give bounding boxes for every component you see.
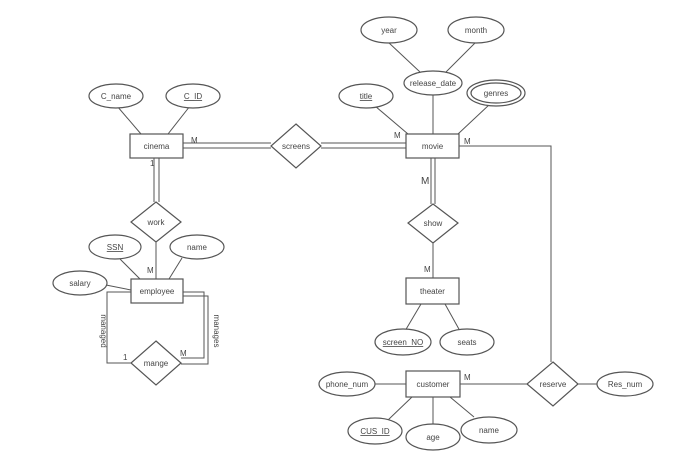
attribute-employee-name[interactable]: name (169, 234, 225, 260)
line-manages-b (181, 295, 209, 365)
line-cid-cinema (167, 105, 191, 135)
attribute-seats[interactable]: seats (439, 328, 495, 356)
entity-cinema-label: cinema (144, 142, 170, 151)
line-year-release (387, 41, 421, 73)
attribute-c-id-label: C_ID (184, 92, 202, 101)
attribute-phone-num-label: phone_num (326, 380, 369, 389)
relationship-mange[interactable]: mange (130, 340, 182, 386)
attribute-genres[interactable]: genres (466, 79, 526, 107)
relationship-screens-label: screens (282, 142, 310, 151)
cardinality-show-theater: M (424, 265, 431, 274)
attribute-month-label: month (465, 26, 487, 35)
line-movie-reserve (459, 145, 552, 362)
entity-employee[interactable]: employee (130, 278, 184, 304)
attribute-salary-label: salary (69, 279, 90, 288)
line-ssn-employee (119, 258, 141, 280)
cardinality-customer-reserve: M (464, 373, 471, 382)
cardinality-movie-reserve: M (464, 137, 471, 146)
attribute-salary[interactable]: salary (52, 270, 108, 296)
relationship-screens[interactable]: screens (270, 123, 322, 169)
line-month-release (445, 41, 477, 73)
relationship-show[interactable]: show (407, 203, 459, 244)
attribute-month[interactable]: month (447, 16, 505, 44)
relationship-work[interactable]: work (130, 201, 182, 243)
attribute-age-label: age (426, 433, 440, 442)
cardinality-cinema-work: 1 (150, 159, 155, 168)
attribute-title-label: title (360, 92, 373, 101)
entity-customer[interactable]: customer (405, 370, 461, 398)
entity-customer-label: customer (417, 380, 450, 389)
entity-movie-label: movie (422, 142, 444, 151)
line-cname-cinema (116, 105, 142, 135)
attribute-res-num-label: Res_num (608, 380, 643, 389)
attribute-res-num[interactable]: Res_num (596, 371, 654, 397)
line-title-movie (374, 105, 409, 135)
line-salary-employee (105, 284, 132, 291)
line-cusid-customer (387, 396, 413, 421)
cardinalities: M M M 1 M M M 1 M M (123, 131, 471, 382)
role-label-manages: manages (212, 315, 221, 348)
attribute-ssn-label: SSN (107, 243, 124, 252)
attribute-release-date-label: release_date (410, 79, 457, 88)
entity-employee-label: employee (140, 287, 175, 296)
relationship-reserve[interactable]: reserve (526, 361, 579, 407)
attribute-genres-label: genres (484, 89, 508, 98)
line-theater-screenno (404, 303, 422, 332)
cardinality-screens-movie: M (394, 131, 401, 140)
role-labels: managed manages (99, 314, 221, 347)
cardinality-movie-show: M (421, 176, 429, 187)
entity-cinema[interactable]: cinema (129, 133, 184, 159)
entity-theater[interactable]: theater (405, 277, 460, 305)
attribute-screen-no[interactable]: screen_NO (374, 328, 432, 356)
entity-theater-label: theater (420, 287, 445, 296)
attribute-c-name[interactable]: C_name (88, 83, 144, 109)
attribute-customer-name[interactable]: name (460, 416, 518, 444)
attribute-customer-name-label: name (479, 426, 500, 435)
relationship-mange-label: mange (144, 359, 169, 368)
attribute-employee-name-label: name (187, 243, 208, 252)
attribute-release-date[interactable]: release_date (403, 70, 463, 96)
attribute-title[interactable]: title (338, 83, 394, 109)
cardinality-work-employee: M (147, 266, 154, 275)
connectors (105, 41, 597, 424)
attribute-seats-label: seats (457, 338, 476, 347)
relationship-work-label: work (147, 218, 166, 227)
attribute-year[interactable]: year (360, 16, 418, 44)
attribute-cus-id-label: CUS_ID (360, 427, 390, 436)
attribute-year-label: year (381, 26, 397, 35)
attribute-c-id[interactable]: C_ID (165, 83, 221, 109)
line-name-customer (449, 396, 475, 418)
line-manages-a (181, 291, 205, 359)
attribute-screen-no-label: screen_NO (383, 338, 423, 347)
cardinality-mange-right: M (180, 349, 187, 358)
cardinality-cinema-screens: M (191, 136, 198, 145)
line-theater-seats (444, 303, 461, 332)
role-label-managed: managed (99, 314, 108, 347)
entity-movie[interactable]: movie (405, 133, 460, 159)
attribute-c-name-label: C_name (101, 92, 132, 101)
attribute-ssn[interactable]: SSN (88, 234, 142, 260)
attribute-age[interactable]: age (405, 423, 461, 451)
line-managed (106, 291, 132, 364)
relationship-reserve-label: reserve (540, 380, 567, 389)
line-genres-movie (457, 103, 491, 135)
line-name-employee (168, 257, 183, 280)
cardinality-mange-left: 1 (123, 353, 128, 362)
relationship-show-label: show (424, 219, 443, 228)
attribute-cus-id[interactable]: CUS_ID (347, 417, 403, 445)
attribute-phone-num[interactable]: phone_num (318, 371, 376, 397)
